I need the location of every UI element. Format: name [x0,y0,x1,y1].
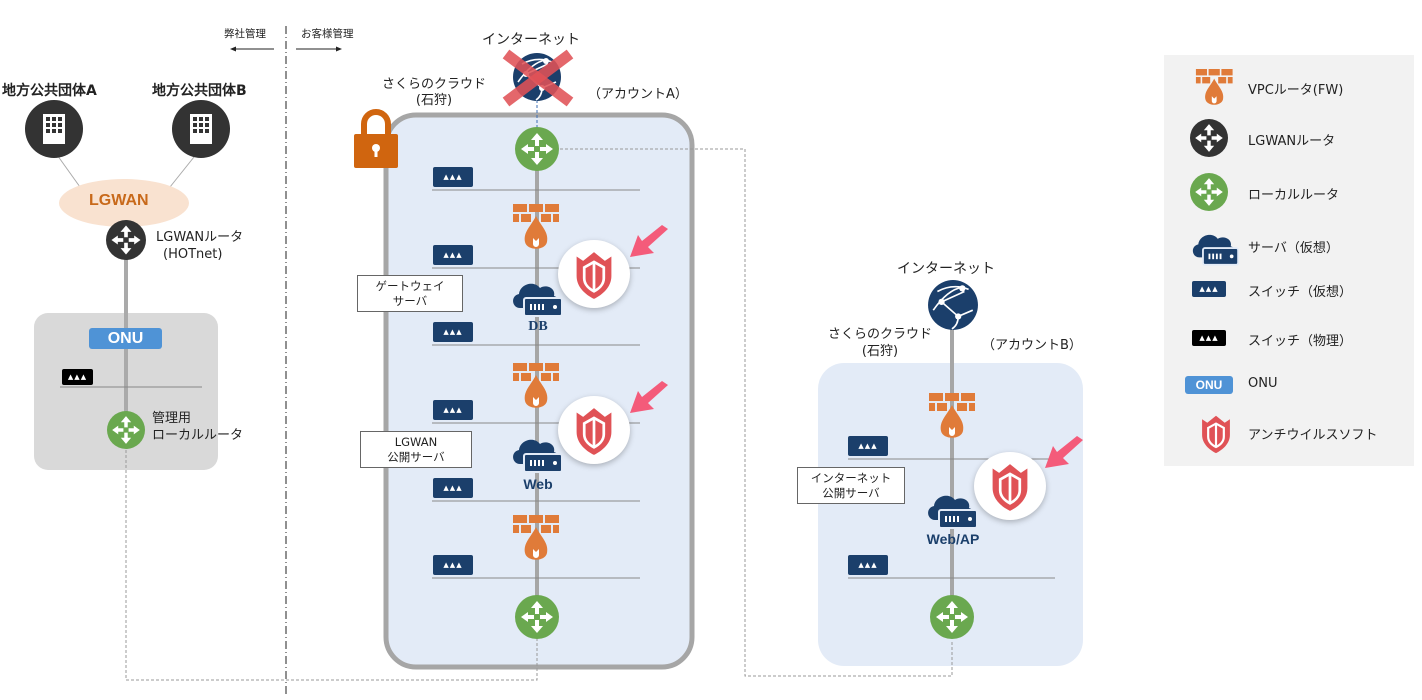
account-b-label: （アカウントB） [982,338,1082,353]
lgwan-router-label-1: LGWANルータ [156,230,244,245]
internet-b-label: インターネット [897,261,995,277]
virtual-server-icon [925,490,979,532]
virtual-switch-icon: ▲▲▲ [848,555,888,575]
lgwan-callout-line2: 公開サーバ [387,449,445,464]
legend-label: LGWANルータ [1248,134,1336,149]
legend-label: VPCルータ(FW) [1248,83,1344,98]
virtual-switch-icon: ▲▲▲ [433,400,473,420]
legend-label: ONU [1248,376,1278,391]
vpc-router-firewall-icon [513,363,561,413]
arrow-left [230,46,274,52]
legend-panel: VPCルータ(FW) LGWANルータ ローカルルータ サーバ（仮想） ▲▲▲ … [1164,55,1414,466]
building-icon [172,100,230,158]
legend-item-virtual-server: サーバ（仮想） [1164,225,1414,265]
vpc-router-firewall-icon [513,204,561,254]
local-router-b-icon [930,595,974,639]
web-server-label: Web [523,476,553,492]
legend-label: サーバ（仮想） [1248,241,1339,256]
virtual-switch-icon: ▲▲▲ [433,322,473,342]
antivirus-shield-icon [1191,414,1241,454]
virtual-server-icon [1190,229,1240,269]
internet-callout-line1: インターネット [810,470,892,485]
lgwan-network-ellipse [59,179,189,227]
lock-icon [354,109,398,168]
vpc-router-firewall-icon [1190,69,1240,109]
internet-server-callout: インターネット 公開サーバ [797,467,905,504]
virtual-switch-icon: ▲▲▲ [848,436,888,456]
virtual-switch-icon: ▲▲▲ [1192,281,1226,297]
mgmt-router-label-2: ローカルルータ [152,428,244,443]
db-server-label: DB [528,319,548,334]
vendor-managed-label: 弊社管理 [224,28,266,40]
customer-managed-label: お客様管理 [301,28,354,40]
legend-label: ローカルルータ [1248,188,1340,203]
gateway-callout-line1: ゲートウェイ [375,278,445,293]
mgmt-link-a [125,450,538,681]
highlight-arrow-icon [1043,436,1083,472]
antivirus-bubble [558,396,630,464]
onu-device: ONU [89,328,162,349]
legend-item-onu: ONU ONU [1164,364,1414,404]
org-b-label: 地方公共団体B [152,83,247,99]
physical-switch-icon: ▲▲▲ [62,369,93,385]
legend-item-lgwan-router: LGWANルータ [1164,118,1414,158]
cloud-a-label-2: (石狩) [415,93,453,108]
mgmt-link-b [560,148,953,677]
webap-server-label: Web/AP [926,531,980,547]
vpc-router-firewall-icon [513,515,561,565]
lgwan-server-callout: LGWAN 公開サーバ [360,431,472,468]
legend-item-virtual-switch: ▲▲▲ スイッチ（仮想） [1164,269,1414,309]
lgwan-router-icon [106,220,146,260]
mgmt-router-label-1: 管理用 [152,411,192,426]
internet-globe-icon [927,279,979,331]
legend-item-physical-switch: ▲▲▲ スイッチ（物理） [1164,318,1414,358]
arrow-right [296,46,342,52]
virtual-switch-icon: ▲▲▲ [433,555,473,575]
building-icon [25,100,83,158]
local-router-top-icon [515,127,559,171]
virtual-server-icon [510,278,564,320]
legend-label: スイッチ（仮想） [1248,285,1353,300]
antivirus-shield-icon [571,406,617,456]
virtual-switch-icon: ▲▲▲ [433,167,473,187]
cloud-b-label-1: さくらのクラウド [827,327,932,342]
legend-item-local-router: ローカルルータ [1164,172,1414,212]
internet-callout-line2: 公開サーバ [822,485,880,500]
cloud-a-label-1: さくらのクラウド [381,77,486,92]
antivirus-shield-icon [571,250,617,300]
lgwan-network-label: LGWAN [89,192,149,209]
cloud-b-label-2: (石狩) [861,344,899,359]
antivirus-bubble [974,452,1046,520]
mgmt-local-router-icon [107,411,145,449]
gateway-callout-line2: サーバ [392,293,428,308]
gateway-server-callout: ゲートウェイ サーバ [357,275,463,312]
local-router-icon [1190,173,1228,211]
antivirus-shield-icon [987,462,1033,512]
virtual-switch-icon: ▲▲▲ [433,245,473,265]
legend-item-antivirus: アンチウイルスソフト [1164,412,1414,452]
onu-icon: ONU [1185,376,1233,394]
vpc-router-firewall-icon [929,393,977,443]
legend-label: スイッチ（物理） [1248,334,1353,349]
physical-switch-icon: ▲▲▲ [1192,330,1226,346]
local-router-bottom-icon [515,595,559,639]
org-a-label: 地方公共団体A [2,83,97,99]
antivirus-bubble [558,240,630,308]
lgwan-router-icon [1190,119,1228,157]
lgwan-callout-line1: LGWAN [394,434,438,449]
virtual-server-icon [510,434,564,476]
lgwan-router-label-2: (HOTnet) [163,247,223,262]
legend-item-vpc-router: VPCルータ(FW) [1164,67,1414,107]
highlight-arrow-icon [628,381,668,417]
internet-a-label: インターネット [482,32,580,48]
virtual-switch-icon: ▲▲▲ [433,478,473,498]
account-a-label: （アカウントA） [588,87,688,102]
highlight-arrow-icon [628,225,668,261]
legend-label: アンチウイルスソフト [1248,428,1378,443]
blocked-x-icon [502,49,574,107]
